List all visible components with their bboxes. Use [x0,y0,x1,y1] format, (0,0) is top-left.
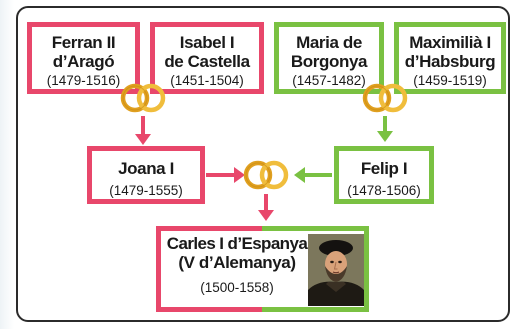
person-name: de Castella [164,52,250,71]
person-dates: (1479-1555) [109,183,183,198]
person-name: Carles I d’Espanya [166,234,308,253]
person-name: Borgonya [290,52,368,71]
person-maximilia: Maximilià I d’Habsburg (1459-1519) [394,22,506,94]
person-dates: (1451-1504) [170,73,244,88]
person-name: d’Aragó [52,52,115,71]
portrait-image [308,234,364,306]
person-name: Joana I [118,159,174,178]
person-name: Felip I [360,159,408,178]
arrow-to-carles-head [258,210,274,221]
person-name: Ferran II [51,33,116,52]
left-edge-shade [0,0,14,329]
person-name: Isabel I [179,33,235,52]
wedding-rings-icon [120,83,166,113]
person-dates: (1457-1482) [292,73,366,88]
person-maria: Maria de Borgonya (1457-1482) [274,22,384,94]
person-joana: Joana I (1479-1555) [87,146,205,204]
arrow-felip-to-rings-head [294,167,305,183]
person-isabel: Isabel I de Castella (1451-1504) [150,22,264,94]
person-name: Maximilià I [409,33,491,52]
person-name: (V d’Alemanya) [178,253,296,272]
person-name: d’Habsburg [404,52,496,71]
person-dates: (1478-1506) [347,183,421,198]
arrow-to-felip-head [377,131,393,142]
person-dates: (1500-1558) [200,280,274,295]
person-felip: Felip I (1478-1506) [334,146,434,204]
wedding-rings-icon [243,160,289,190]
person-dates: (1459-1519) [413,73,487,88]
wedding-rings-icon [362,83,408,113]
person-name: Maria de [296,33,362,52]
carles-border [156,226,369,312]
person-carles: Carles I d’Espanya (V d’Alemanya) (1500-… [156,226,369,312]
arrow-joana-to-rings-head [234,167,245,183]
arrow-to-joana-head [135,134,151,145]
person-dates: (1479-1516) [46,73,121,88]
person-ferran: Ferran II d’Aragó (1479-1516) [27,22,140,94]
